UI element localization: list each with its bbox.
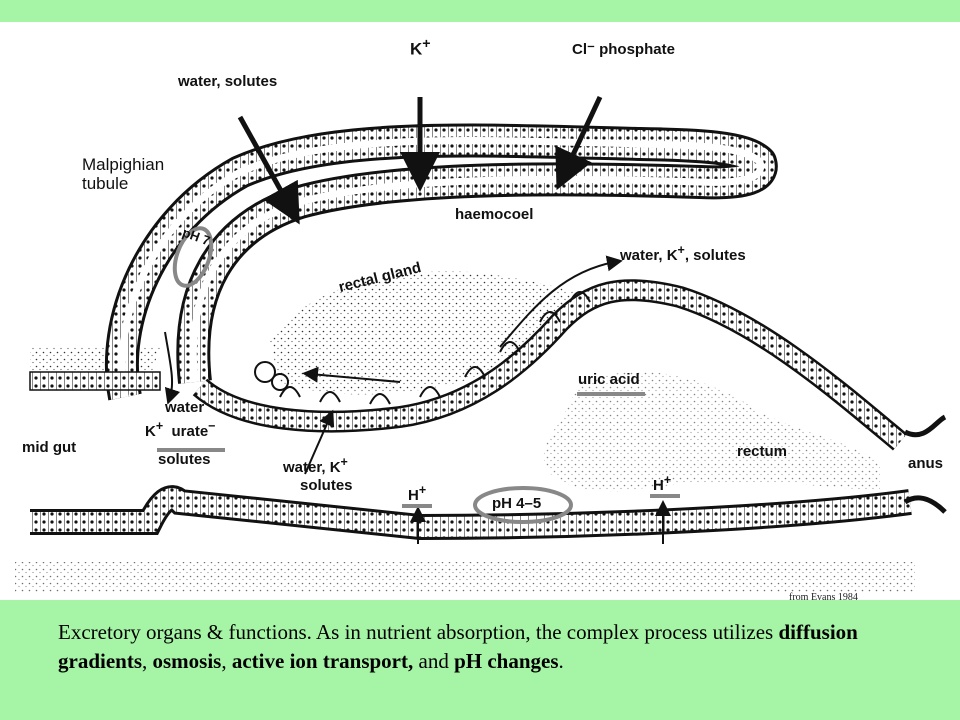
malpighian-tubule-lumen (118, 137, 765, 398)
label-water-k-bottom: water, K+ (283, 455, 348, 476)
excretory-system-diagram (15, 95, 947, 592)
label-malpighian-line2: tubule (82, 173, 129, 193)
label-malpighian-tubule: Malpighian tubule (82, 155, 165, 193)
label-water-k-solutes-top: water, K+, solutes (620, 243, 746, 264)
transport-arrows (237, 95, 603, 225)
arrow-water-solutes (237, 115, 300, 225)
label-solutes-left: solutes (158, 451, 211, 468)
label-h-plus-right: H+ (653, 473, 672, 494)
label-malpighian-line1: Malpighian (82, 155, 165, 174)
arrow-tubule-flow (164, 331, 181, 405)
rectal-gland-tissue (270, 271, 590, 395)
ph7-oval (172, 226, 214, 288)
caption-end: . (558, 649, 564, 673)
label-k-urate: K+ urate− (145, 419, 216, 440)
label-h-plus-left: H+ (408, 483, 427, 504)
ph45-oval (473, 486, 573, 524)
caption-osmosis: osmosis (152, 649, 222, 673)
arrow-water-k-solutes-out (499, 255, 623, 348)
gut-lower-wall-cells (30, 488, 912, 538)
caption-sep1: , (142, 649, 153, 673)
caption-sep2: , (221, 649, 232, 673)
slide-caption: Excretory organs & functions. As in nutr… (58, 618, 918, 676)
rectal-papillae (254, 291, 591, 405)
arrow-cl-phosphate (555, 95, 603, 191)
label-k-plus: K+ (410, 36, 431, 59)
arrow-water-k-in (304, 409, 335, 475)
caption-ph-changes: pH changes (454, 649, 559, 673)
highlight-underlines (157, 392, 680, 508)
caption-sep3: and (413, 649, 455, 673)
label-water-left: water (165, 399, 205, 416)
label-cl-phosphate: Cl⁻ phosphate (572, 41, 675, 58)
diagram-panel: Malpighian tubule water, solutes K+ Cl⁻ … (0, 22, 960, 600)
gut-wall-stipple (15, 562, 915, 592)
arrow-rectal-flow (302, 366, 401, 383)
label-ph45: pH 4–5 (492, 495, 542, 512)
figure-credit: from Evans 1984 (789, 592, 858, 603)
label-water-solutes: water, solutes (178, 73, 278, 90)
label-anus: anus (908, 455, 944, 472)
anus-opening (903, 414, 947, 514)
label-solutes-bottom: solutes (300, 477, 353, 494)
label-haemocoel: haemocoel (455, 206, 534, 223)
caption-active-transport: active ion transport, (231, 649, 414, 673)
caption-diffusion: diffusion gradients (58, 620, 858, 673)
label-mid-gut: mid gut (22, 439, 77, 456)
label-rectum: rectum (737, 443, 788, 460)
mid-gut-upper-wall (29, 371, 161, 391)
label-uric-acid: uric acid (578, 371, 640, 388)
haemocoel-stipple (543, 372, 880, 492)
caption-intro: Excretory organs & functions. As in nutr… (58, 620, 779, 644)
internal-arrows (164, 255, 671, 544)
